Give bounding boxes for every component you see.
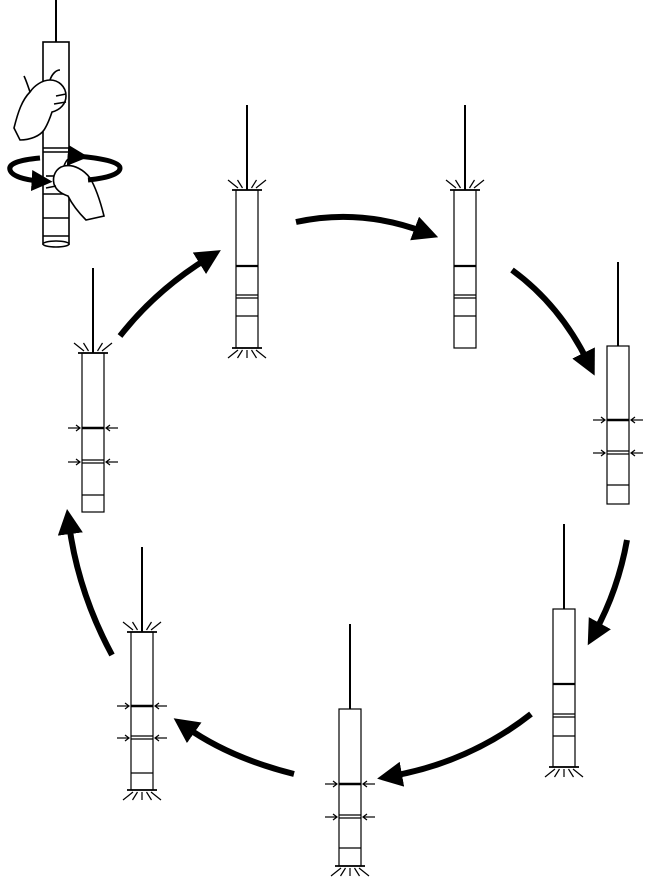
- arrows-layer: [57, 213, 630, 787]
- tube-step-4: [544, 524, 584, 778]
- squeeze-arrows-icon: [117, 702, 167, 710]
- light-tube-icon: [552, 608, 576, 768]
- glow-bottom-icon: [330, 865, 370, 877]
- arrow-down-icon: [587, 539, 630, 646]
- squeeze-arrows-icon: [325, 780, 375, 788]
- squeeze-arrows-icon: [68, 424, 118, 432]
- light-tube-icon: [235, 189, 259, 349]
- arrow-left-icon: [173, 718, 295, 777]
- glow-top-icon: [122, 621, 162, 633]
- arrow-up-right-icon: [117, 250, 221, 338]
- tube-step-5: [325, 624, 375, 877]
- arrow-down-right-icon: [510, 267, 595, 376]
- arrow-down-left-icon: [377, 711, 533, 787]
- squeeze-arrows-icon: [593, 416, 643, 424]
- hands-rotating-tube-icon: [13, 0, 105, 248]
- light-tube-icon: [130, 631, 154, 791]
- glow-top-icon: [227, 179, 267, 191]
- glow-bottom-icon: [227, 347, 267, 359]
- light-tube-icon: [453, 189, 477, 349]
- glow-top-icon: [445, 179, 485, 191]
- arrow-up-icon: [57, 509, 115, 657]
- squeeze-arrows-icon: [68, 458, 118, 466]
- squeeze-arrows-icon: [325, 813, 375, 821]
- tube-step-7: [68, 268, 118, 513]
- arrow-right-icon: [295, 213, 439, 241]
- tubes-layer: [68, 105, 643, 877]
- glow-top-icon: [73, 342, 113, 354]
- tube-step-6: [117, 547, 167, 801]
- tube-step-3: [593, 262, 643, 505]
- light-tube-icon: [606, 345, 630, 505]
- tube-step-1: [227, 105, 267, 359]
- light-tube-icon: [338, 708, 362, 867]
- glow-bottom-icon: [544, 766, 584, 778]
- tube-step-2: [445, 105, 485, 349]
- light-tube-icon: [81, 352, 105, 513]
- squeeze-arrows-icon: [593, 449, 643, 457]
- squeeze-arrows-icon: [117, 734, 167, 742]
- glow-bottom-icon: [122, 789, 162, 801]
- rotate-arrows-icon: [7, 144, 123, 191]
